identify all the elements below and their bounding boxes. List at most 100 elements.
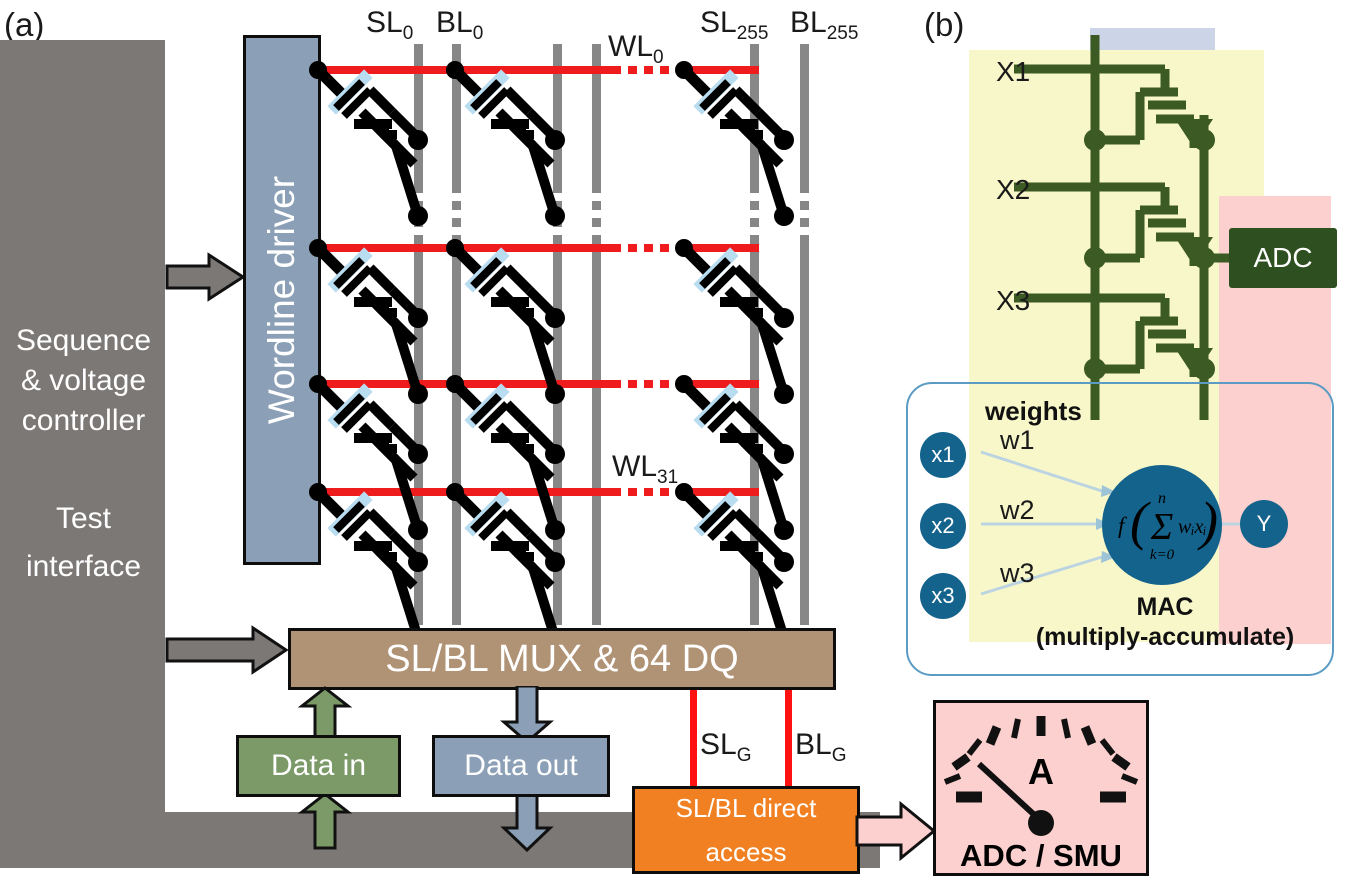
mac-node: f ( n Σ k=0 wᵢxᵢ ) bbox=[1102, 465, 1222, 585]
column-line-mid2-upper bbox=[592, 44, 601, 184]
mac-input-node-x2: x2 bbox=[920, 503, 966, 549]
memory-cell bbox=[446, 239, 565, 404]
input-label-x2: X2 bbox=[996, 174, 1031, 205]
column-line-bl0-lower bbox=[452, 240, 461, 625]
wordline-row2-right bbox=[684, 380, 759, 388]
controller-label-interface: interface bbox=[25, 550, 142, 583]
weight-label-w2: w2 bbox=[1000, 495, 1035, 525]
wordline-row0-right bbox=[684, 66, 759, 74]
column-line-sl255-break bbox=[750, 184, 759, 240]
formula-paren-left: ( bbox=[1130, 491, 1151, 551]
mac-input-node-x1: x1 bbox=[920, 432, 966, 478]
gate-label-blg: BLG bbox=[795, 728, 847, 766]
wordline-driver-box[interactable]: Wordline driver bbox=[243, 35, 321, 565]
input-label-x1: X1 bbox=[996, 56, 1031, 87]
formula-sum-top: n bbox=[1158, 490, 1166, 507]
arrow-controller-to-wordline-driver bbox=[165, 252, 246, 302]
wordline-row0-dashed bbox=[612, 66, 684, 74]
mac-inset-card bbox=[906, 382, 1334, 676]
column-line-bl0-upper bbox=[452, 44, 461, 184]
arrow-controller-to-datain bbox=[298, 792, 353, 850]
panel-b-letter: (b) bbox=[924, 6, 965, 43]
arrow-dataout-to-controller bbox=[500, 790, 554, 852]
memory-cell bbox=[446, 375, 565, 540]
column-line-bl0-break bbox=[452, 184, 461, 240]
blg-line bbox=[785, 690, 792, 788]
data-out-box[interactable]: Data out bbox=[432, 735, 610, 797]
memory-cell bbox=[309, 483, 428, 648]
column-line-mid1-lower bbox=[553, 240, 562, 625]
formula-body: wᵢxᵢ bbox=[1178, 516, 1207, 538]
data-out-label: Data out bbox=[464, 749, 578, 782]
mac-output-node-y: Y bbox=[1240, 500, 1288, 548]
arrow-direct-access-to-adcsmu bbox=[855, 800, 937, 862]
column-label-sl255: SL255 bbox=[700, 6, 769, 44]
memory-cell bbox=[675, 61, 794, 226]
formula-paren-right: ) bbox=[1197, 491, 1218, 551]
wordline-label-wl0: WL0 bbox=[608, 30, 664, 68]
weight-label-w3: w3 bbox=[1000, 558, 1035, 588]
wordline-label-wl31: WL31 bbox=[612, 450, 679, 488]
mux-box[interactable]: SL/BL MUX & 64 DQ bbox=[288, 628, 836, 690]
wordline-row1-left bbox=[318, 244, 612, 252]
wordline-row3-dashed bbox=[612, 488, 684, 496]
column-line-bl255-lower bbox=[800, 240, 809, 625]
memory-cell bbox=[309, 239, 428, 404]
adc-box[interactable]: ADC bbox=[1229, 228, 1337, 288]
direct-access-label-line1: SL/BL direct bbox=[675, 793, 817, 823]
formula-f: f bbox=[1118, 513, 1128, 538]
data-in-label: Data in bbox=[270, 749, 367, 782]
direct-access-box[interactable]: SL/BL direct access bbox=[632, 786, 860, 874]
formula-sum-bottom: k=0 bbox=[1150, 547, 1175, 563]
column-line-mid2-break bbox=[592, 184, 601, 240]
controller-block bbox=[0, 40, 165, 840]
arrow-mux-to-dataout bbox=[500, 686, 555, 744]
column-label-bl0: BL0 bbox=[436, 6, 484, 44]
wordline-row2-dashed bbox=[612, 380, 684, 388]
column-line-sl0-lower bbox=[414, 240, 423, 625]
column-line-bl255-upper bbox=[800, 44, 809, 184]
memory-cell bbox=[309, 61, 428, 226]
wordline-row1-dashed bbox=[612, 244, 684, 252]
arrow-controller-to-mux bbox=[165, 625, 289, 675]
memory-cell bbox=[309, 375, 428, 540]
weight-label-w1: w1 bbox=[1000, 425, 1035, 455]
controller-label-sequence: Sequence bbox=[15, 324, 152, 357]
mac-formula: f ( n Σ k=0 wᵢxᵢ ) bbox=[1118, 490, 1218, 563]
panel-a-letter: (a) bbox=[4, 6, 45, 43]
column-line-mid1-upper bbox=[553, 44, 562, 184]
input-label-x3: X3 bbox=[996, 285, 1031, 316]
mac-title-line1: MAC bbox=[1136, 593, 1194, 621]
wordline-row1-right bbox=[684, 244, 759, 252]
wordline-row3-left bbox=[318, 488, 612, 496]
mac-input-node-x3: x3 bbox=[920, 573, 966, 619]
mac-title-line2: (multiply-accumulate) bbox=[1035, 623, 1295, 651]
controller-label-test: Test bbox=[55, 502, 112, 535]
memory-cell bbox=[675, 483, 794, 648]
data-in-box[interactable]: Data in bbox=[236, 735, 401, 797]
mux-label: SL/BL MUX & 64 DQ bbox=[385, 637, 739, 680]
column-line-bl255-break bbox=[800, 184, 809, 240]
wordline-row0-left bbox=[318, 66, 612, 74]
column-label-bl255: BL255 bbox=[790, 6, 859, 44]
ammeter-icon: A ADC / SMU bbox=[943, 716, 1139, 873]
memory-cell bbox=[675, 239, 794, 404]
direct-access-label-line2: access bbox=[705, 837, 787, 867]
adc-smu-box[interactable]: A ADC / SMU bbox=[933, 700, 1149, 876]
slg-line bbox=[690, 690, 697, 788]
weights-label: weights bbox=[985, 396, 1082, 426]
column-line-mid2-lower bbox=[592, 240, 601, 625]
column-line-sl0-upper bbox=[414, 44, 423, 184]
memory-cell bbox=[675, 375, 794, 540]
adc-smu-label: ADC / SMU bbox=[960, 838, 1122, 873]
crossbar-circuit-schematic bbox=[1014, 35, 1260, 420]
ammeter-unit: A bbox=[1028, 751, 1054, 792]
column-line-sl255-lower bbox=[750, 240, 759, 625]
controller-label-voltage: & voltage bbox=[20, 364, 147, 397]
column-label-sl0: SL0 bbox=[366, 6, 414, 44]
gate-label-slg: SLG bbox=[700, 728, 752, 766]
adc-label: ADC bbox=[1253, 242, 1313, 273]
wordline-row3-right bbox=[684, 488, 759, 496]
